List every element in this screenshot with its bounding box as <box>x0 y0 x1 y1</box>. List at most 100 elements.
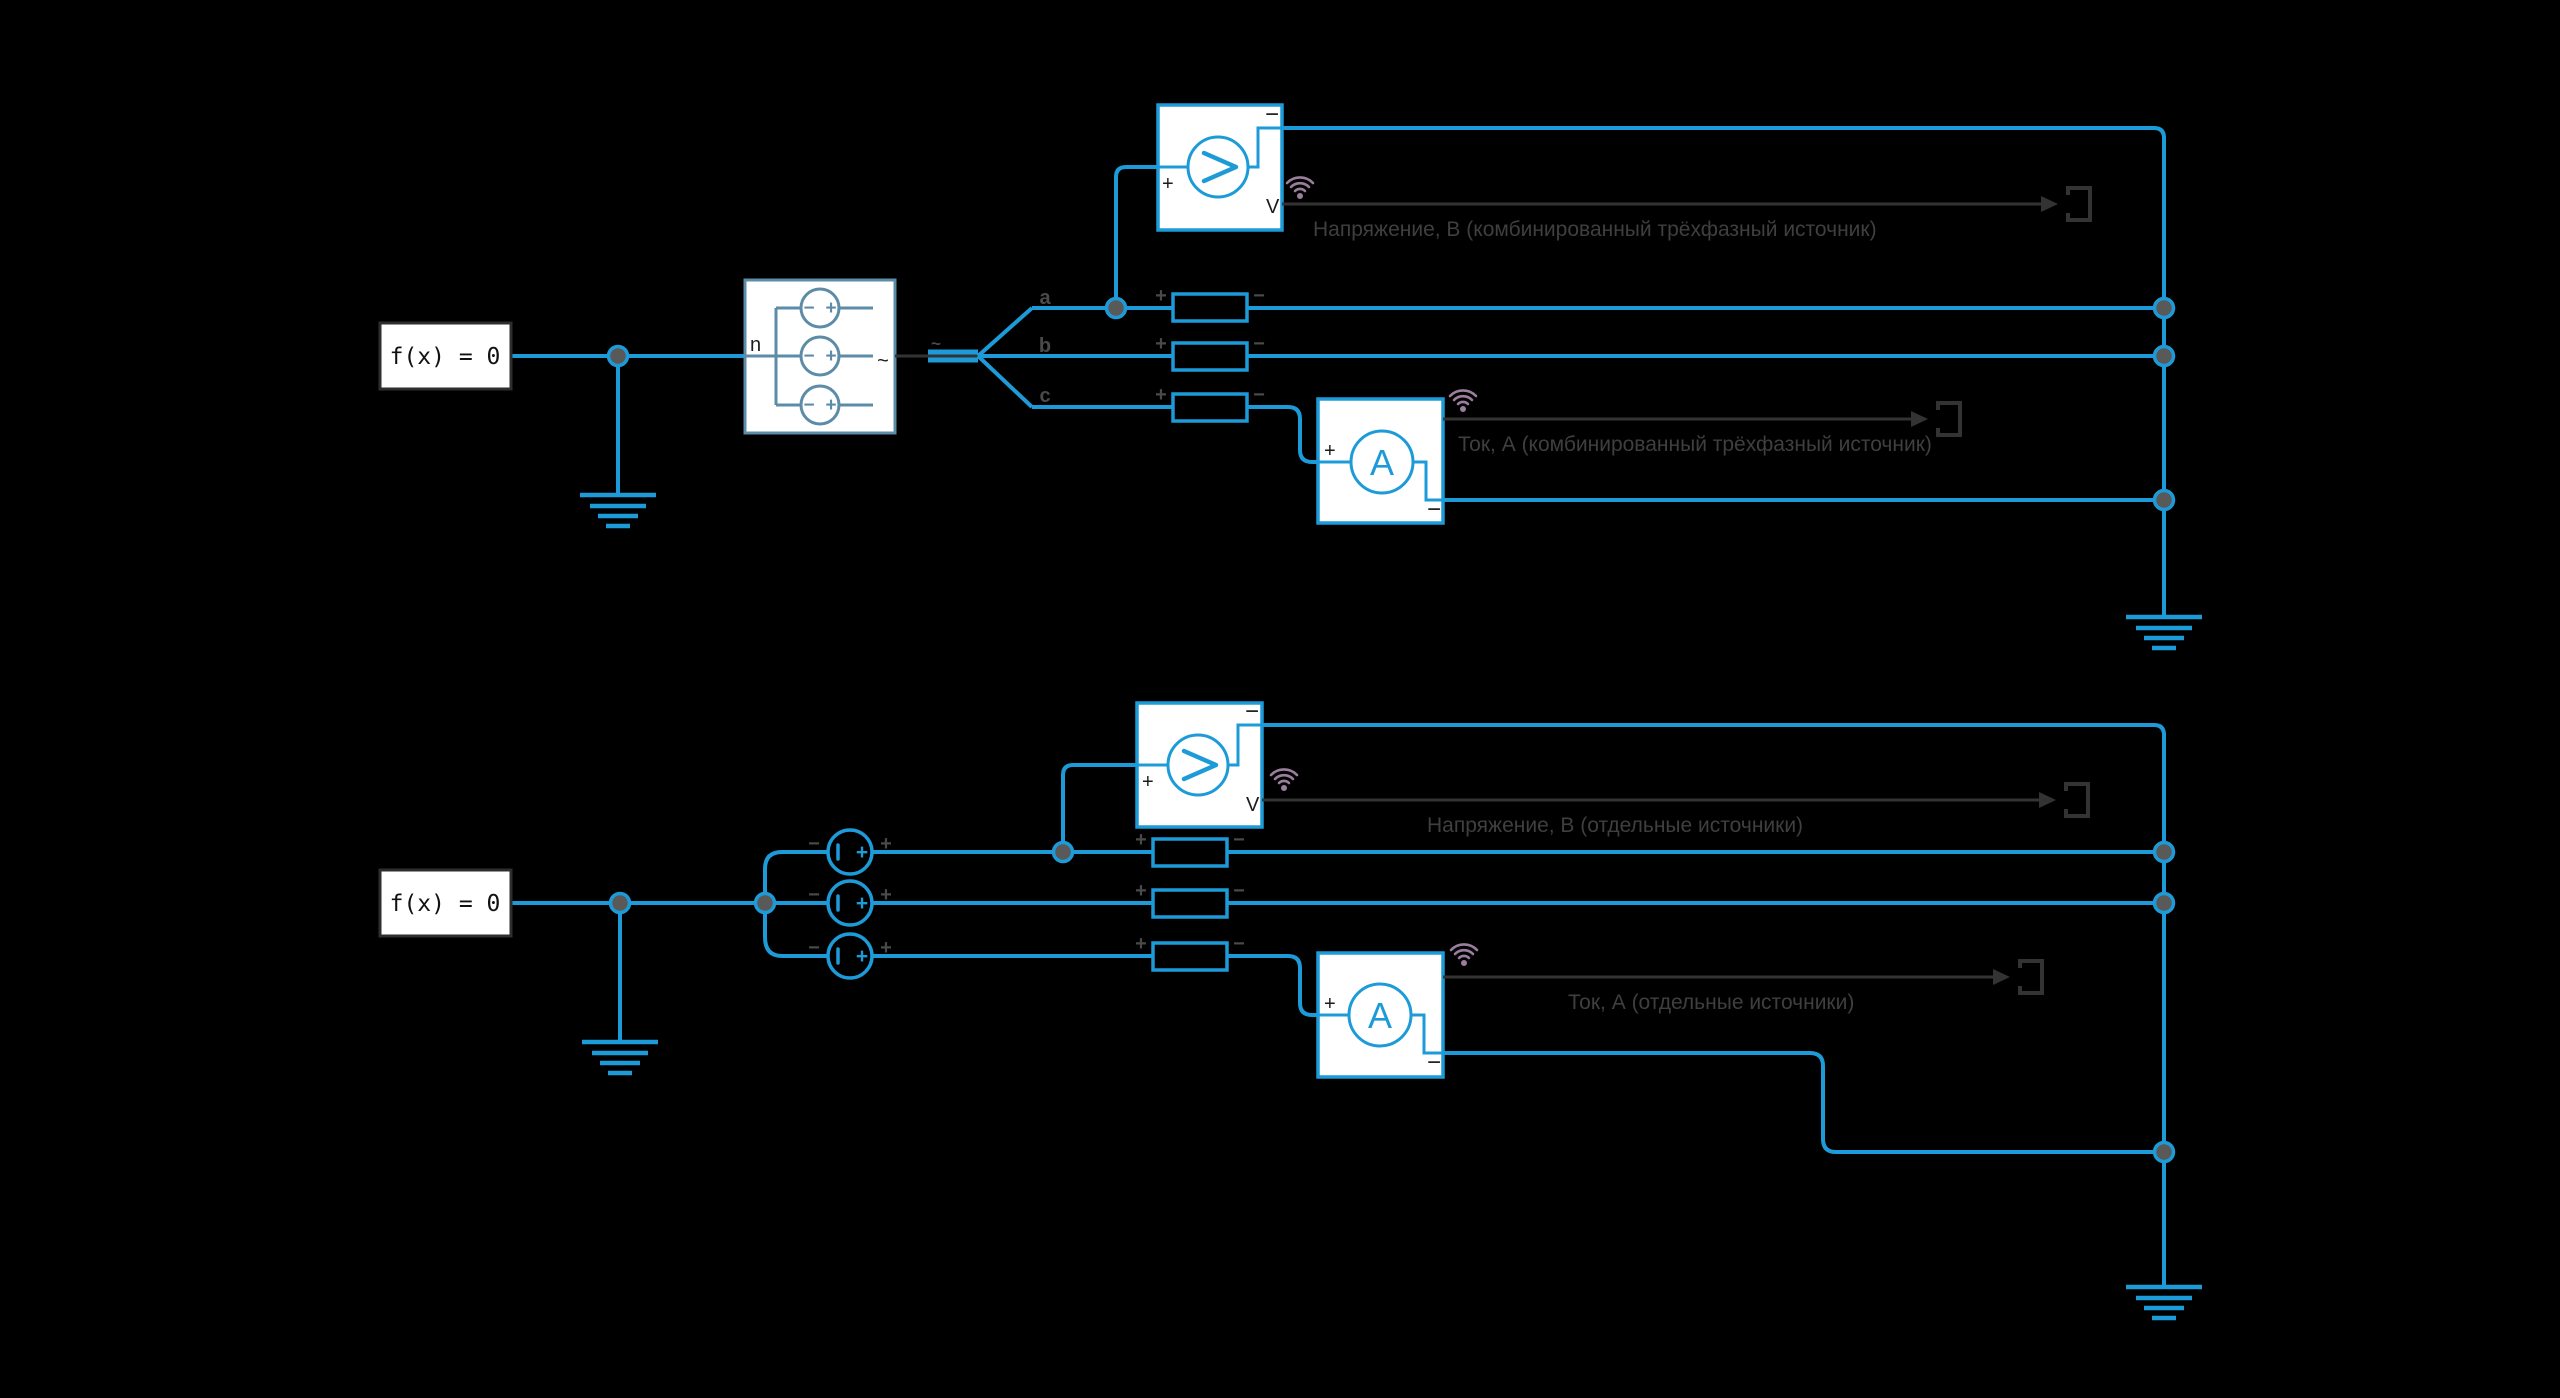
junction-dot[interactable] <box>1104 296 1128 320</box>
signal-arrow-icon <box>1911 411 1928 427</box>
resistor-minus-label: − <box>1253 333 1265 355</box>
junction-dot[interactable] <box>2152 891 2176 915</box>
ground-block[interactable] <box>2126 1287 2202 1318</box>
resistor-minus-label: − <box>1233 829 1245 851</box>
ground-block[interactable] <box>580 495 656 526</box>
junction-dot[interactable] <box>1051 840 1075 864</box>
ammeter-letter: A <box>1368 995 1392 1036</box>
separate-sources-circuit: + − + + − + + − + + − <box>378 698 2202 1318</box>
source-minus-port: − <box>808 937 820 959</box>
junction-dot[interactable] <box>608 891 632 915</box>
ammeter-minus-label: − <box>1427 1049 1441 1076</box>
resistor-phase-a[interactable]: + − <box>1155 285 1265 323</box>
voltmeter-plus-label: + <box>1162 173 1174 195</box>
wire-ammeter-return[interactable] <box>1443 1051 2164 1154</box>
resistor-phase-b[interactable]: + − <box>1155 333 1265 372</box>
resistor-plus-label: + <box>1135 829 1147 851</box>
ground-block[interactable] <box>2126 617 2202 648</box>
junction-dot[interactable] <box>2152 296 2176 320</box>
scope-terminator-icon <box>1936 401 1962 437</box>
source-plus-icon: + <box>856 841 868 864</box>
wire-right-bus[interactable] <box>1282 126 2166 615</box>
wireless-icon <box>1269 768 1299 793</box>
voltmeter-plus-label: + <box>1142 771 1154 793</box>
source-plus-port: + <box>880 937 892 959</box>
resistor-phase-c[interactable]: + − <box>1155 384 1265 423</box>
voltmeter-block[interactable]: + − V <box>1135 698 1264 829</box>
signal-arrow-icon <box>2041 196 2058 212</box>
bus-tilde-label: ~ <box>931 334 941 353</box>
current-label: Ток, А (отдельные источники) <box>1568 991 1854 1014</box>
junction-dot[interactable] <box>753 891 777 915</box>
junction-dot[interactable] <box>2152 840 2176 864</box>
junction-dot[interactable] <box>606 344 630 368</box>
cell-plus-label: + <box>825 346 836 367</box>
signal-arrow-icon <box>1993 969 2010 985</box>
voltmeter-block[interactable]: + − V <box>1156 101 1284 232</box>
resistor-minus-label: − <box>1233 933 1245 955</box>
resistor-plus-label: + <box>1155 333 1167 355</box>
voltmeter-minus-label: − <box>1265 101 1279 128</box>
wireless-icon <box>1449 943 1479 968</box>
source-plus-icon: + <box>856 945 868 968</box>
phase-a-label: a <box>1039 287 1051 309</box>
source-cell-icon <box>799 287 841 329</box>
current-measurement-annotation[interactable]: Ток, А (комбинированный трёхфазный источ… <box>1443 401 1962 456</box>
three-phase-source-block[interactable]: − + − + − + n ~ <box>743 278 897 435</box>
scope-terminator-icon <box>2018 959 2044 995</box>
junction-dot[interactable] <box>2152 344 2176 368</box>
solver-block[interactable]: f(x) = 0 <box>378 868 513 938</box>
ammeter-block[interactable]: A + − <box>1316 397 1445 525</box>
port-tilde-label: ~ <box>877 350 889 372</box>
wire-phase-c[interactable] <box>1032 405 1318 464</box>
resistor-phase-a[interactable]: + − <box>1135 829 1245 868</box>
junction-dot[interactable] <box>2152 488 2176 512</box>
ammeter-minus-label: − <box>1427 496 1441 523</box>
source-plus-port: + <box>880 833 892 855</box>
wire-phase-c[interactable] <box>872 954 1318 1017</box>
ground-block[interactable] <box>582 1042 658 1073</box>
wire-voltmeter-tap[interactable] <box>1061 763 1137 852</box>
junction-dot[interactable] <box>2152 1140 2176 1164</box>
voltmeter-port-label: V <box>1266 196 1280 218</box>
cell-plus-label: + <box>825 298 836 319</box>
phase-c-label: c <box>1039 385 1050 407</box>
resistor-minus-label: − <box>1233 880 1245 902</box>
wireless-icon <box>1448 389 1478 414</box>
ammeter-block[interactable]: A + − <box>1316 951 1445 1079</box>
phase-b-label: b <box>1039 335 1051 357</box>
dc-source-phase-c[interactable]: + − + <box>808 932 892 980</box>
scope-terminator-icon <box>2064 782 2090 818</box>
resistor-minus-label: − <box>1253 384 1265 406</box>
voltage-measurement-annotation[interactable]: Напряжение, В (отдельные источники) <box>1262 782 2090 837</box>
voltage-label: Напряжение, В (отдельные источники) <box>1427 814 1803 837</box>
dc-source-phase-a[interactable]: + − + <box>808 828 892 876</box>
current-measurement-annotation[interactable]: Ток, А (отдельные источники) <box>1443 959 2044 1014</box>
cell-plus-label: + <box>825 395 836 416</box>
resistor-phase-c[interactable]: + − <box>1135 933 1245 972</box>
resistor-phase-b[interactable]: + − <box>1135 880 1245 919</box>
solver-label: f(x) = 0 <box>390 891 501 917</box>
resistor-minus-label: − <box>1253 285 1265 307</box>
three-phase-bus[interactable]: ~ <box>895 306 1034 409</box>
wire-voltmeter-tap[interactable] <box>1114 165 1158 308</box>
port-n-label: n <box>750 334 761 356</box>
voltage-label: Напряжение, В (комбинированный трёхфазны… <box>1313 218 1877 241</box>
ammeter-letter: A <box>1370 442 1394 483</box>
current-label: Ток, А (комбинированный трёхфазный источ… <box>1458 433 1932 456</box>
wireless-icon <box>1285 176 1315 201</box>
source-plus-icon: + <box>856 892 868 915</box>
source-minus-port: − <box>808 833 820 855</box>
wire-right-bus[interactable] <box>1262 723 2166 1285</box>
voltage-measurement-annotation[interactable]: Напряжение, В (комбинированный трёхфазны… <box>1282 186 2092 241</box>
cell-minus-label: − <box>803 298 814 319</box>
ammeter-plus-label: + <box>1324 440 1336 462</box>
solver-block[interactable]: f(x) = 0 <box>378 321 513 391</box>
voltmeter-port-label: V <box>1246 794 1260 816</box>
voltmeter-minus-label: − <box>1245 698 1259 725</box>
cell-minus-label: − <box>803 395 814 416</box>
voltmeter-arrow-icon <box>1201 150 1239 184</box>
scope-terminator-icon <box>2066 186 2092 222</box>
voltmeter-arrow-icon <box>1181 748 1219 782</box>
